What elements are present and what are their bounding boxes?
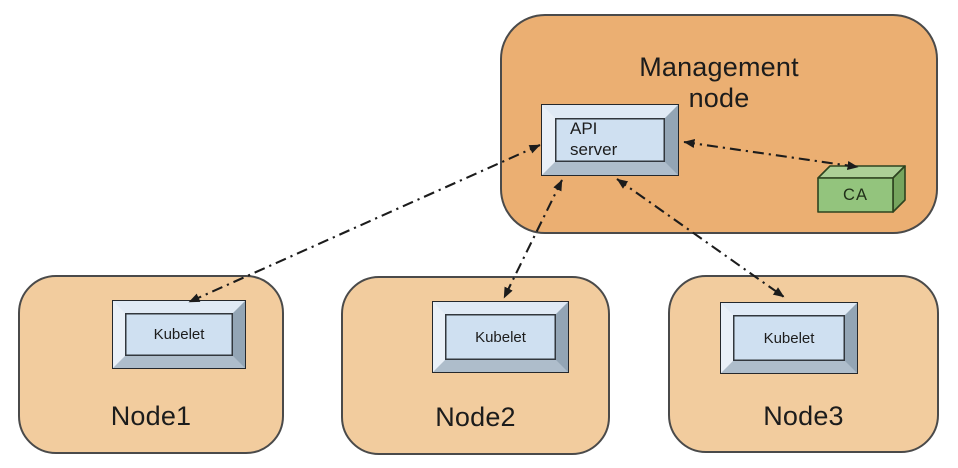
node3-label: Node3 bbox=[763, 401, 844, 431]
kubelet-node2-label: Kubelet bbox=[475, 328, 526, 346]
kubelet-node3-label: Kubelet bbox=[763, 329, 815, 347]
kubelet-node1-label: Kubelet bbox=[153, 326, 205, 343]
kubelet-node2-box: Kubelet bbox=[432, 301, 569, 373]
node2-label: Node2 bbox=[435, 402, 516, 432]
node1-label: Node1 bbox=[110, 401, 192, 431]
kubelet-node3-box: Kubelet bbox=[720, 302, 858, 374]
kubelet-node1-box: Kubelet bbox=[112, 300, 246, 369]
ca-label: CA bbox=[843, 185, 868, 204]
management-node-label: Management node bbox=[639, 52, 799, 114]
api-server-label: API server bbox=[570, 119, 618, 159]
api-server-box: API server bbox=[541, 104, 679, 176]
